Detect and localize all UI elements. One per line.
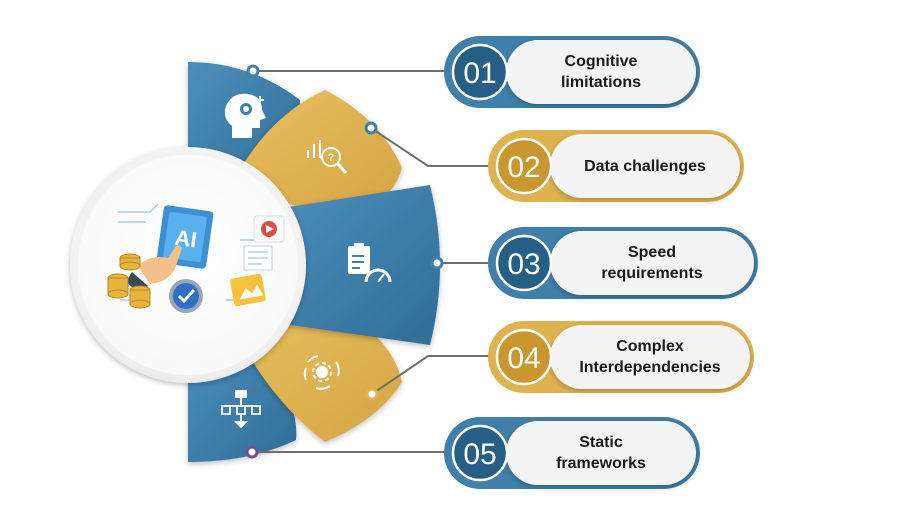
pill-label-area (550, 134, 740, 198)
item-label: Cognitive limitations (560, 53, 641, 91)
item-02: 02 (488, 130, 744, 202)
number-circle (451, 424, 509, 482)
ai-tablet-hand-coins-gear-icon: AI (107, 203, 285, 313)
item-01: 01 (444, 36, 700, 108)
pill-label-area (506, 421, 696, 485)
head-gear-icon (224, 93, 266, 138)
item-number: 05 (463, 438, 496, 471)
item-number: 02 (507, 151, 540, 184)
item-label: Complex Interdependencies (579, 338, 721, 376)
item-05: 05 (444, 417, 700, 489)
number-circle (495, 234, 553, 292)
pill-label-area (506, 40, 696, 104)
connectors (252, 70, 488, 453)
item-number: 04 (507, 342, 540, 375)
item-number: 01 (463, 57, 496, 90)
numbered-items: 01 02 03 04 05 (444, 36, 758, 489)
number-circle (495, 328, 553, 386)
item-label: Speed requirements (601, 244, 703, 282)
connector-dots (245, 64, 444, 459)
segment-4 (235, 312, 402, 442)
chart-magnifier-question-icon: ? (307, 140, 348, 174)
item-number: 03 (507, 248, 540, 281)
pill-label-area (550, 325, 750, 389)
number-circle (451, 43, 509, 101)
gear-arrows-cycle-icon (303, 355, 340, 390)
svg-text:?: ? (328, 152, 335, 164)
item-label: Data challenges (584, 157, 706, 175)
flowchart-icon (221, 390, 261, 429)
item-04: 04 (488, 321, 754, 393)
number-circle (495, 137, 553, 195)
item-label: Static frameworks (556, 434, 646, 472)
pill-label-area (550, 231, 754, 295)
clipboard-speedometer-icon (348, 243, 392, 283)
item-03: 03 (488, 227, 758, 299)
